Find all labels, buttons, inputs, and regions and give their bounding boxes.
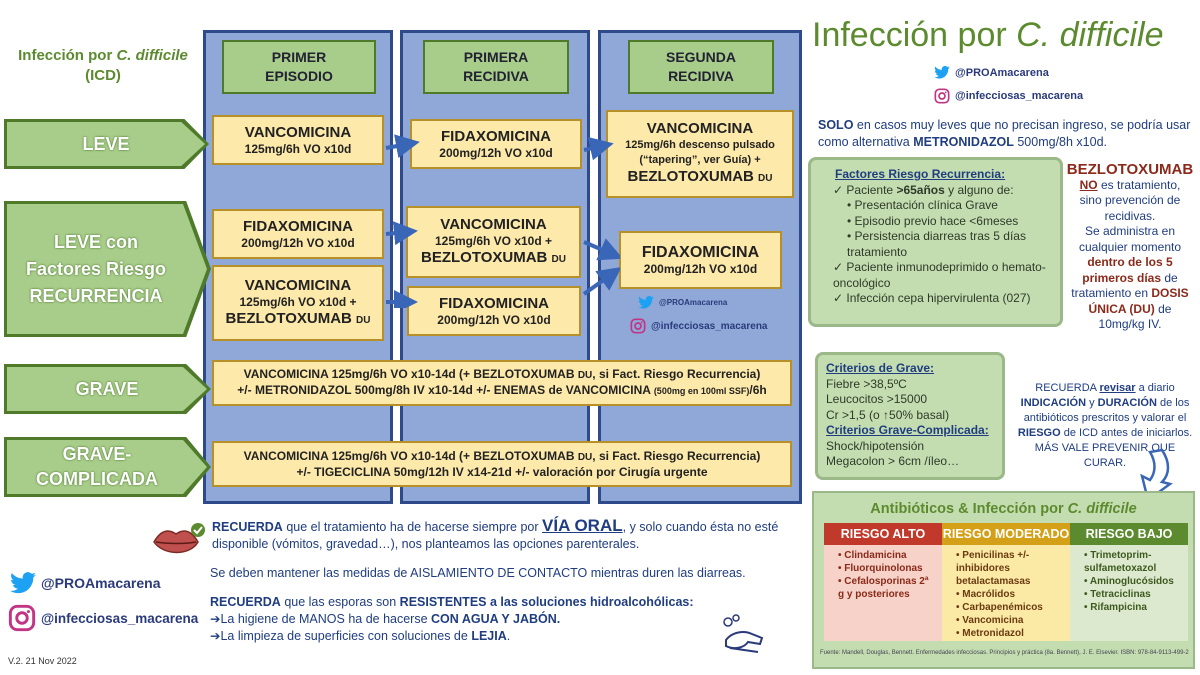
arrow-frr-2a-3 xyxy=(583,238,620,261)
down-arrow-icon xyxy=(1140,448,1173,502)
factor-subitem: • Persistencia diarreas tras 5 días trat… xyxy=(847,229,1026,259)
criterios-grave-box: Criterios de Grave: Fiebre >38,5ºC Leuco… xyxy=(815,352,1005,480)
arrow-frr-2b-3 xyxy=(582,267,620,296)
treatment-leve-segunda-recidiva: VANCOMICINA 125mg/6h descenso pulsado (“… xyxy=(606,110,794,198)
row-label-grave: GRAVE xyxy=(7,367,207,411)
header-riesgo-bajo: RIESGO BAJO xyxy=(1070,523,1188,545)
list-riesgo-moderado: • Penicilinas +/- inhibidores betalactam… xyxy=(942,545,1070,641)
instagram-handle-bottom[interactable]: @infecciosas_macarena xyxy=(8,604,198,632)
row-label-leve: LEVE xyxy=(7,122,205,166)
factor-subitem: • Episodio previo hace <6meses xyxy=(847,213,1019,228)
metronidazol-note: SOLO en casos muy leves que no precisan … xyxy=(818,118,1191,149)
twitter-handle-column[interactable]: @PROAmacarena xyxy=(638,296,727,309)
twitter-handle-top[interactable]: @PROAmacarena xyxy=(934,66,1049,79)
row-label-grave-complicada: GRAVE-COMPLICADA xyxy=(7,440,207,494)
twitter-icon xyxy=(934,66,950,79)
instagram-icon xyxy=(934,88,950,104)
factor-item: ✓ Paciente >65años y alguno de: xyxy=(833,182,1014,197)
bezlotoxumab-note: BEZLOTOXUMAB NO es tratamiento, sino pre… xyxy=(1066,161,1194,331)
arrow-leve-1-2 xyxy=(385,134,420,158)
instagram-handle-top[interactable]: @infecciosas_macarena xyxy=(934,88,1083,104)
arrow-frr-1a-2a xyxy=(385,221,418,246)
flow-arrows xyxy=(385,134,620,308)
header-riesgo-alto: RIESGO ALTO xyxy=(824,523,942,545)
list-riesgo-bajo: • Trimetoprim-sulfametoxazol • Aminogluc… xyxy=(1070,545,1188,641)
bottom-notes: RECUERDA que el tratamiento ha de hacers… xyxy=(210,516,779,643)
factores-riesgo-box: Factores Riesgo Recurrencia: ✓ Paciente … xyxy=(808,157,1063,327)
factor-subitem: • Presentación clínica Grave xyxy=(847,198,998,212)
twitter-handle-bottom[interactable]: @PROAmacarena xyxy=(10,572,160,594)
instagram-icon xyxy=(630,318,646,334)
instagram-icon xyxy=(8,604,36,632)
recuerda-revisar-note: RECUERDA revisar a diario INDICACIÓN y D… xyxy=(1017,382,1193,469)
factor-item: ✓ Infección cepa hipervirulenta (027) xyxy=(833,291,1031,305)
header-riesgo-moderado: RIESGO MODERADO xyxy=(942,523,1070,545)
arrow-leve-2-3 xyxy=(583,136,614,161)
antibiotics-risk-table: Antibióticos & Infección por C. difficil… xyxy=(812,491,1195,669)
twitter-icon xyxy=(10,572,36,594)
side-title: Infección por C. difficile (ICD) xyxy=(18,47,188,84)
treatment-grave-complicada: VANCOMICINA 125mg/6h VO x10-14d (+ BEZLO… xyxy=(212,441,792,487)
lips-icon xyxy=(153,523,205,554)
list-riesgo-alto: • Clindamicina • Fluorquinolonas • Cefal… xyxy=(824,545,942,641)
factor-item: ✓ Paciente inmunodeprimido o hemato-onco… xyxy=(833,260,1046,290)
treatment-grave: VANCOMICINA 125mg/6h VO x10-14d (+ BEZLO… xyxy=(212,360,792,406)
factores-title: Factores Riesgo Recurrencia: xyxy=(835,167,1006,181)
instagram-handle-column[interactable]: @infecciosas_macarena xyxy=(630,318,767,334)
antibiotics-source: Fuente: Mandell, Douglas, Bennett. Enfer… xyxy=(820,650,1189,656)
main-title: Infección por C. difficile xyxy=(812,16,1164,54)
hand-washing-icon xyxy=(723,614,764,653)
twitter-icon xyxy=(638,296,654,309)
antibiotics-table-title: Antibióticos & Infección por C. difficil… xyxy=(870,501,1137,517)
version-label: V.2. 21 Nov 2022 xyxy=(8,656,77,666)
